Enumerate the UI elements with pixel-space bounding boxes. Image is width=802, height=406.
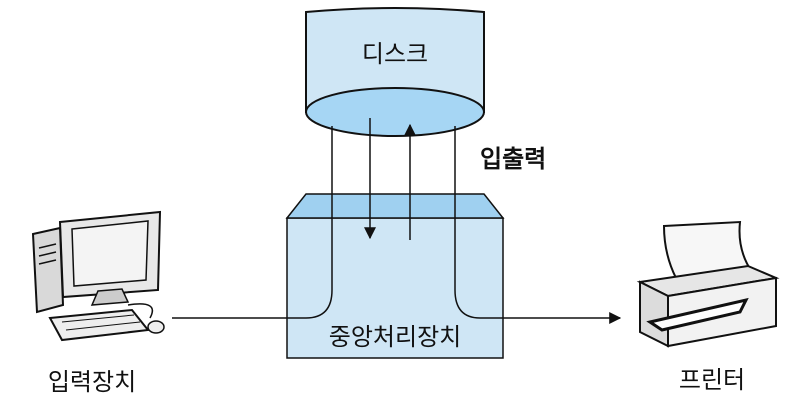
printer-icon	[636, 220, 780, 348]
io-left-line	[290, 126, 333, 319]
io-label: 입출력	[480, 145, 546, 173]
mouse	[147, 320, 165, 334]
io-right-line	[454, 126, 503, 319]
disk-bottom-ellipse	[305, 87, 485, 137]
printer-label: 프린터	[679, 366, 745, 394]
cpu-label: 중앙처리장치	[329, 323, 461, 351]
keyboard	[48, 308, 150, 342]
input-device-label: 입력장치	[48, 368, 136, 396]
cpu: 중앙처리장치	[285, 193, 505, 359]
io-arrows: 입출력	[290, 118, 546, 319]
disk-body	[305, 7, 485, 113]
cpu-box-top	[285, 193, 505, 219]
cpu-box	[286, 217, 504, 359]
monitor-screen	[71, 220, 149, 287]
printer-slot	[646, 297, 749, 332]
computer-icon	[31, 210, 165, 342]
tower	[31, 226, 65, 314]
monitor-stand	[90, 288, 130, 306]
disk-label: 디스크	[362, 40, 428, 68]
disk: 디스크	[305, 7, 485, 137]
